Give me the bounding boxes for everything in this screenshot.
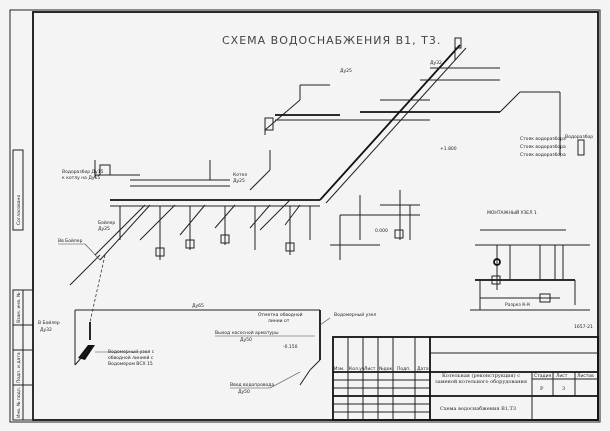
- tb-header-sheets: Листов: [577, 373, 594, 379]
- section-label: Разрез К-К: [505, 302, 531, 308]
- label: Ду50: [240, 337, 252, 343]
- label: Водомерный узел с: [108, 348, 155, 355]
- drawing-number: 1657-21: [574, 324, 593, 330]
- stamp-label: Инв. № подл.: [16, 387, 22, 418]
- label: Водомерный узел: [334, 311, 376, 318]
- label: Водоразбор: [565, 134, 593, 140]
- inner-frame: [32, 11, 599, 421]
- label: Стояк водоразбора: [520, 144, 566, 150]
- stage-value: Р: [540, 386, 544, 392]
- drawing-title: СХЕМА ВОДОСНАБЖЕНИЯ В1, Т3.: [222, 34, 441, 47]
- label: Ду50: [238, 389, 250, 395]
- label: Котел: [233, 172, 247, 178]
- tb-header-qty: Кол.уч: [349, 366, 365, 372]
- tb-header-stage: Стадия: [534, 373, 552, 379]
- label: Отметка обводной: [258, 311, 303, 318]
- label: к котлу на Ду15: [62, 175, 100, 181]
- tb-header-sheet-no: Лист: [556, 373, 568, 379]
- tb-header-sheet: Лист: [364, 366, 376, 372]
- section-detail: МОНТАЖНЫЙ УЗЕЛ 1 Разрез К-К 1657-21: [470, 209, 593, 330]
- title-block: Изм. Кол.уч Лист №док. Подп. Дата Котель…: [332, 336, 599, 421]
- label: +1.800: [440, 146, 457, 152]
- label: 0.000: [375, 228, 388, 234]
- label: -0.150: [283, 344, 298, 350]
- label: Ввод водопровода: [230, 382, 274, 388]
- label: Ду65: [192, 303, 204, 309]
- stamp-label: Взам. инв. №: [16, 292, 22, 323]
- label: Ду32: [40, 327, 52, 333]
- label: Ду32: [430, 60, 442, 66]
- tb-header-change: Изм.: [334, 366, 345, 372]
- water-meter-symbol: [78, 345, 95, 360]
- label: обводной линией с: [108, 354, 154, 361]
- label: линии от: [268, 319, 290, 324]
- project-description: Котельная (реконструкция) с заменой коте…: [434, 373, 528, 385]
- label: Выход насосной арматуры: [215, 329, 279, 336]
- sheet-name: Схема водоснабжения В1,Т3: [440, 405, 516, 412]
- section-title: МОНТАЖНЫЙ УЗЕЛ 1: [487, 209, 537, 216]
- outer-frame: [9, 9, 601, 423]
- label: В Бойлер: [38, 319, 60, 326]
- pipe-labels: Вв Бойлер В Бойлер Ду32 Водомерный узел …: [38, 60, 593, 395]
- stamp-label: Подп. и дата: [16, 352, 22, 383]
- label: Стояк водоразбора: [520, 152, 566, 158]
- label: Ду25: [233, 178, 245, 184]
- label: Вв Бойлер: [58, 237, 83, 244]
- tb-header-date: Дата: [417, 366, 429, 372]
- label: Водомером ВСХ 15: [108, 361, 153, 367]
- label: Водоразбор Ду15: [62, 169, 104, 175]
- tb-header-docnum: №док.: [379, 366, 394, 372]
- stamp-strip: Инв. № подл. Подп. и дата Взам. инв. № С…: [12, 149, 34, 421]
- label: Стояк водоразбора: [520, 136, 566, 142]
- label: Бойлер: [98, 219, 115, 226]
- side-label: Согласовано: [16, 195, 22, 225]
- label: Ду25: [340, 68, 352, 74]
- label: Ду25: [98, 226, 110, 232]
- pipe-network: [69, 37, 585, 386]
- sheet-value: 3: [562, 386, 565, 392]
- tb-header-sign: Подп.: [397, 366, 411, 372]
